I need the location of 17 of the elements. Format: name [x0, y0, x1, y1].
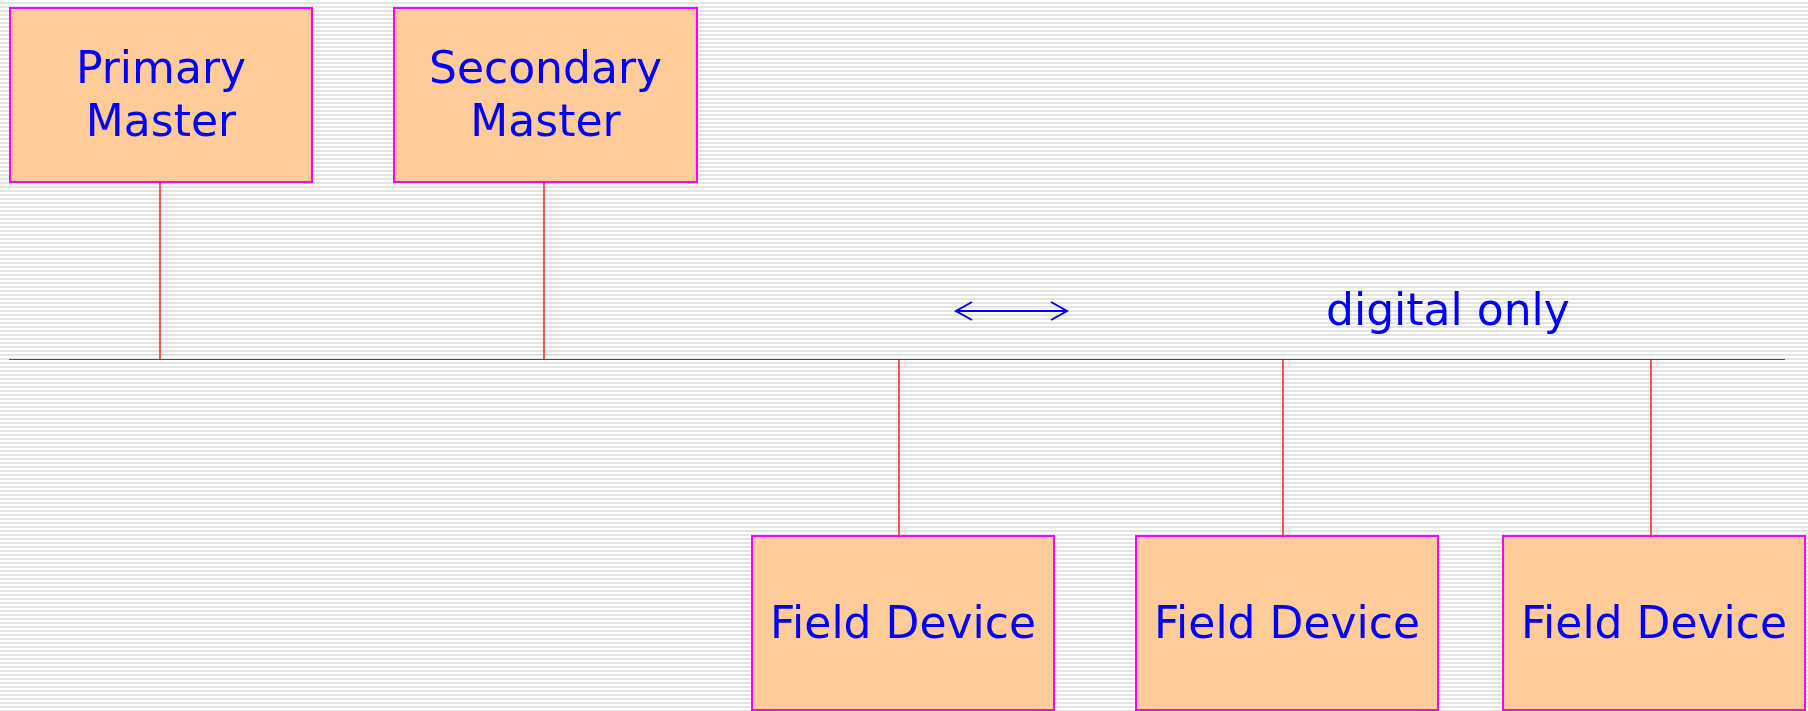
- connector-line: [1282, 358, 1284, 536]
- connector-line: [543, 182, 545, 360]
- connector-line: [159, 182, 161, 360]
- box-label: Field Device: [1520, 596, 1788, 650]
- device-box: [751, 535, 1055, 711]
- device-box: [1135, 535, 1439, 711]
- box-label: Field Device: [1153, 596, 1421, 650]
- box-label: Secondary Master: [428, 42, 663, 148]
- device-box: [1502, 535, 1806, 711]
- box-label: Primary Master: [75, 42, 247, 148]
- bus-line: [9, 359, 1785, 360]
- device-box: [393, 7, 698, 183]
- bus-note: digital only: [1326, 288, 1570, 332]
- connector-line: [1650, 358, 1652, 536]
- connector-line: [898, 358, 900, 536]
- device-box: [9, 7, 313, 183]
- box-label: Field Device: [769, 596, 1037, 650]
